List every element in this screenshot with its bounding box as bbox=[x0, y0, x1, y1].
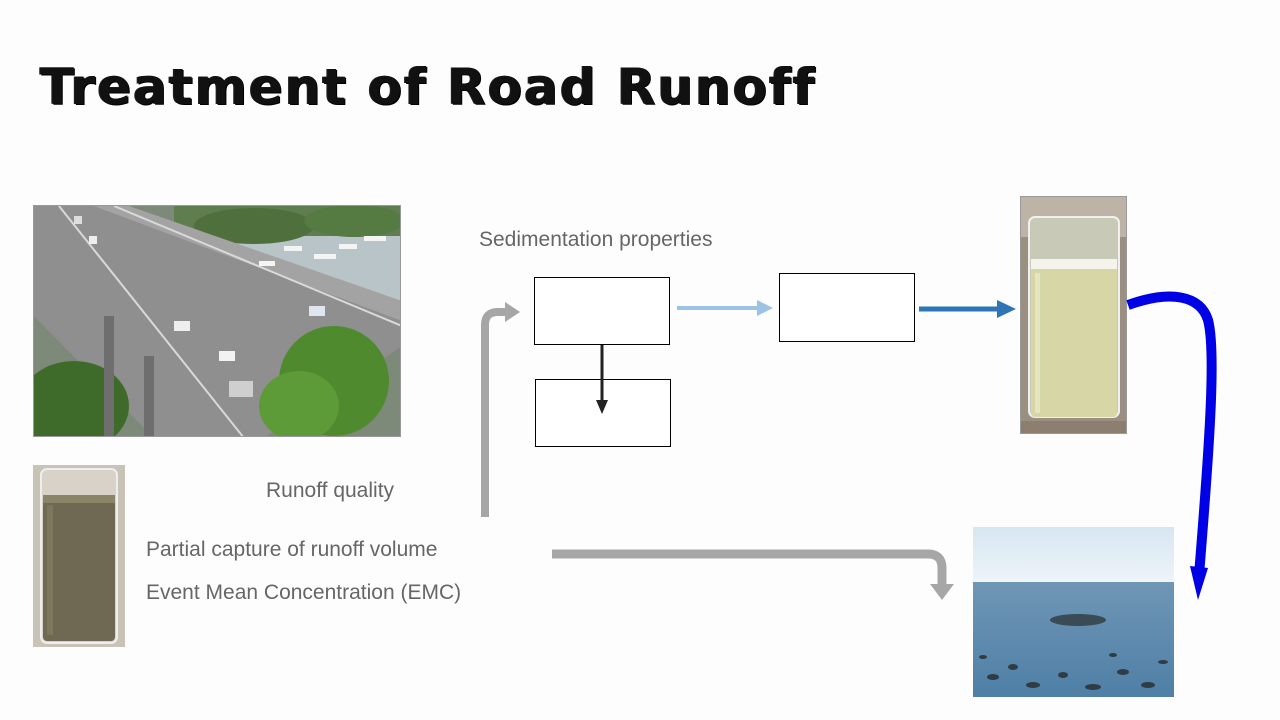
runoff-quality-label: Runoff quality bbox=[266, 479, 395, 502]
blue-arrow bbox=[919, 300, 1016, 318]
gray-up-arrow bbox=[481, 302, 520, 517]
slide-title: Treatment of Road Runoff bbox=[40, 58, 817, 116]
highway-bridge-photo bbox=[33, 205, 401, 437]
light-blue-arrow bbox=[677, 300, 773, 316]
partial-capture-label: Partial capture of runoff volume bbox=[146, 538, 438, 561]
process-box-2 bbox=[779, 273, 915, 342]
turbid-runoff-beaker-photo bbox=[33, 465, 125, 647]
sea-shore-photo bbox=[973, 527, 1174, 697]
process-box-1 bbox=[534, 277, 670, 345]
blue-curved-arrow bbox=[1126, 291, 1217, 600]
gray-right-down-arrow bbox=[552, 549, 954, 600]
emc-label: Event Mean Concentration (EMC) bbox=[146, 581, 462, 604]
clarified-water-beaker-photo bbox=[1020, 196, 1127, 434]
sedimentation-properties-label: Sedimentation properties bbox=[479, 228, 713, 251]
black-down-arrow bbox=[596, 345, 608, 414]
